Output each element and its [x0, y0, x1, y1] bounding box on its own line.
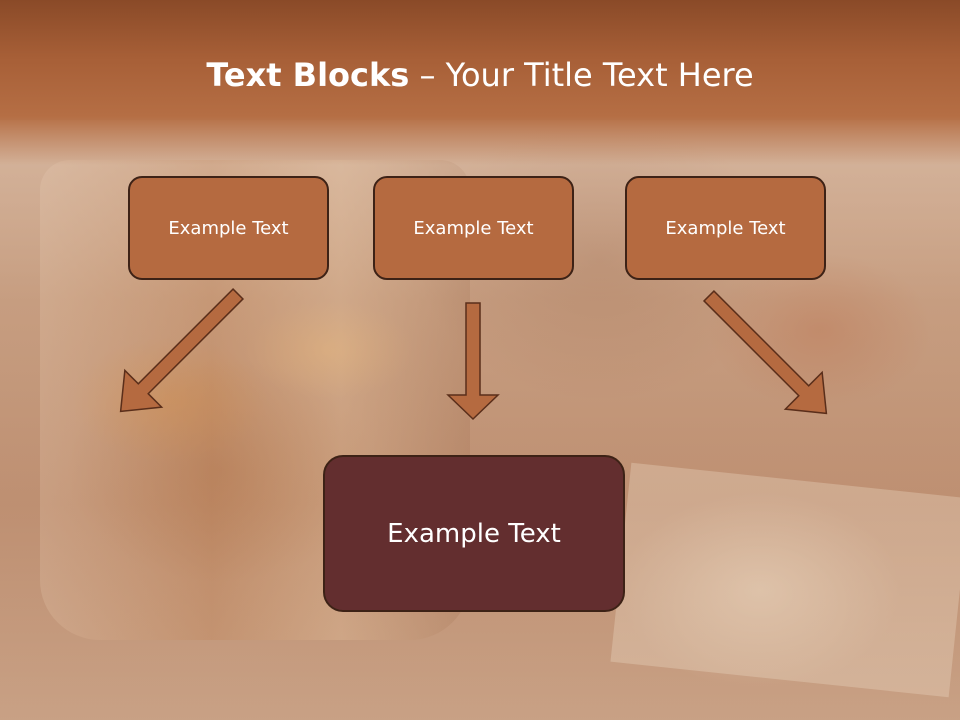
text-block-2: Example Text — [373, 176, 574, 280]
arrow-right-icon — [702, 289, 828, 415]
text-block-2-label: Example Text — [413, 217, 534, 239]
target-text-block: Example Text — [323, 455, 625, 612]
text-block-3-label: Example Text — [665, 217, 786, 239]
arrow-down-icon — [446, 302, 500, 421]
text-block-3: Example Text — [625, 176, 826, 280]
target-text-block-label: Example Text — [387, 518, 561, 549]
arrow-left-icon — [119, 287, 245, 413]
text-block-1: Example Text — [128, 176, 329, 280]
text-block-1-label: Example Text — [168, 217, 289, 239]
title-separator: – — [409, 56, 446, 94]
title-bold: Text Blocks — [206, 56, 410, 94]
slide-title: Text Blocks – Your Title Text Here — [0, 55, 960, 95]
header-band — [0, 0, 960, 165]
title-rest: Your Title Text Here — [445, 56, 754, 94]
